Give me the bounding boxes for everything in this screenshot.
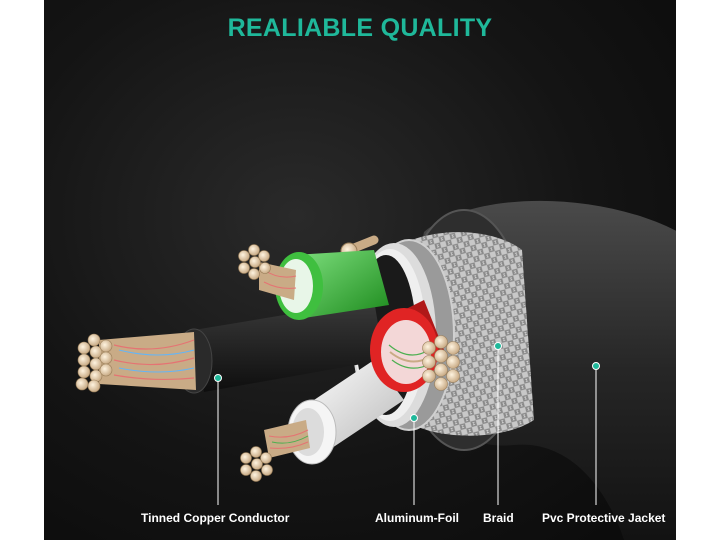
callout-braid [494, 342, 502, 505]
headline: REALIABLE QUALITY [227, 14, 493, 42]
cable-cross-section-illustration [75, 200, 676, 540]
label-pvc-protective-jacket: Pvc Protective Jacket [542, 511, 666, 525]
red-wire [370, 300, 460, 392]
copper-strand-bundle-top [238, 244, 271, 280]
product-panel: REALIABLE QUALITY [44, 0, 676, 540]
white-wire [240, 360, 404, 482]
copper-strand-bundle-center [422, 335, 460, 391]
label-aluminum-foil: Aluminum-Foil [375, 511, 459, 525]
black-wire [75, 300, 384, 394]
callout-aluminum-foil [410, 414, 418, 505]
green-wire [238, 244, 389, 320]
copper-strand-bundle-bottom [240, 446, 273, 482]
copper-strand-bundle-left [75, 333, 113, 393]
callout-tinned-copper [214, 374, 222, 505]
label-braid: Braid [483, 511, 514, 525]
callout-pvc-jacket [592, 362, 600, 505]
label-tinned-copper-conductor: Tinned Copper Conductor [141, 511, 290, 525]
